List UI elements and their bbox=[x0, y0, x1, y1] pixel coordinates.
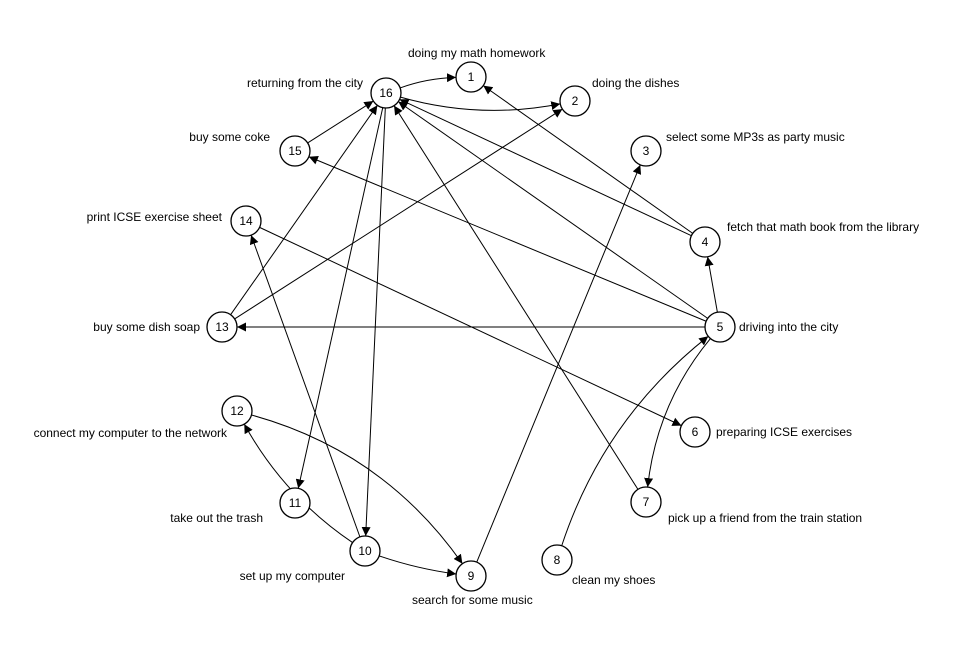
node-16-number: 16 bbox=[379, 86, 393, 100]
edge-10-to-14 bbox=[249, 234, 361, 538]
node-3: 3 select some MP3s as party music bbox=[630, 130, 845, 167]
edge-16-to-2 bbox=[400, 96, 561, 111]
node-10-number: 10 bbox=[358, 544, 372, 558]
edges-layer bbox=[230, 73, 718, 578]
node-2: 2 doing the dishes bbox=[559, 76, 679, 117]
edge-5-to-4 bbox=[704, 256, 718, 313]
node-10-label: set up my computer bbox=[240, 569, 345, 583]
node-14-circle bbox=[230, 205, 262, 237]
node-11-circle bbox=[279, 487, 311, 519]
edge-12-to-9 bbox=[251, 414, 463, 565]
node-4-number: 4 bbox=[702, 235, 709, 249]
node-16-label: returning from the city bbox=[247, 76, 363, 90]
edge-13-to-2 bbox=[234, 108, 563, 320]
node-5-number: 5 bbox=[717, 320, 724, 334]
node-4-label: fetch that math book from the library bbox=[727, 220, 919, 234]
node-13-number: 13 bbox=[215, 320, 229, 334]
node-6-number: 6 bbox=[692, 425, 699, 439]
edge-16-to-11 bbox=[295, 107, 384, 489]
node-11: 11 take out the trash bbox=[170, 487, 311, 525]
node-14-number: 14 bbox=[239, 214, 253, 228]
node-4-circle bbox=[689, 226, 721, 258]
node-12-circle bbox=[221, 395, 253, 427]
node-8-circle bbox=[541, 544, 573, 576]
node-12-label: connect my computer to the network bbox=[34, 426, 228, 440]
edge-15-to-16 bbox=[307, 100, 374, 144]
node-5-circle bbox=[704, 311, 736, 343]
node-2-label: doing the dishes bbox=[592, 76, 679, 90]
node-13: 13 buy some dish soap bbox=[93, 311, 238, 343]
edge-9-to-3 bbox=[476, 164, 642, 563]
node-7-circle bbox=[630, 486, 662, 518]
edge-16-to-10 bbox=[361, 107, 386, 537]
node-5-label: driving into the city bbox=[739, 320, 838, 334]
node-2-number: 2 bbox=[572, 94, 579, 108]
node-6: 6 preparing ICSE exercises bbox=[679, 416, 852, 448]
node-2-circle bbox=[559, 85, 591, 117]
node-8-number: 8 bbox=[554, 553, 561, 567]
nodes-layer: 1 doing my math homework 2 doing the dishes… bbox=[34, 46, 920, 607]
node-3-number: 3 bbox=[643, 144, 650, 158]
node-6-label: preparing ICSE exercises bbox=[716, 425, 852, 439]
node-1: 1 doing my math homework bbox=[408, 46, 546, 93]
node-7: 7 pick up a friend from the train station bbox=[630, 486, 862, 525]
edge-5-to-7 bbox=[644, 338, 711, 488]
node-15-number: 15 bbox=[288, 144, 302, 158]
edge-14-to-6 bbox=[259, 226, 682, 427]
node-13-circle bbox=[206, 311, 238, 343]
edge-4-to-1 bbox=[482, 85, 694, 234]
edge-7-to-16 bbox=[393, 105, 639, 490]
node-14-label: print ICSE exercise sheet bbox=[87, 210, 223, 224]
node-16: 16 returning from the city bbox=[247, 76, 402, 109]
node-3-circle bbox=[630, 135, 662, 167]
node-10: 10 set up my computer bbox=[240, 535, 381, 583]
node-3-label: select some MP3s as party music bbox=[666, 130, 845, 144]
node-4: 4 fetch that math book from the library bbox=[689, 220, 919, 258]
node-6-circle bbox=[679, 416, 711, 448]
edge-4-to-16 bbox=[399, 98, 692, 237]
node-9-label: search for some music bbox=[412, 593, 533, 607]
node-16-circle bbox=[370, 77, 402, 109]
node-8: 8 clean my shoes bbox=[541, 544, 655, 587]
node-5: 5 driving into the city bbox=[704, 311, 838, 343]
edge-8-to-5 bbox=[561, 335, 709, 546]
node-11-number: 11 bbox=[289, 496, 302, 510]
edge-5-to-15 bbox=[308, 156, 707, 322]
edge-13-to-16 bbox=[230, 104, 378, 316]
node-1-circle bbox=[455, 61, 487, 93]
node-7-label: pick up a friend from the train station bbox=[668, 511, 862, 525]
node-1-label: doing my math homework bbox=[408, 46, 546, 60]
node-7-number: 7 bbox=[643, 495, 650, 509]
node-14: 14 print ICSE exercise sheet bbox=[87, 205, 262, 237]
node-8-label: clean my shoes bbox=[572, 573, 655, 587]
edge-10-to-9 bbox=[379, 555, 457, 578]
node-15-label: buy some coke bbox=[189, 130, 270, 144]
node-9: 9 search for some music bbox=[412, 560, 533, 607]
node-12-number: 12 bbox=[230, 404, 244, 418]
node-13-label: buy some dish soap bbox=[93, 320, 200, 334]
node-1-number: 1 bbox=[468, 70, 475, 84]
node-10-circle bbox=[349, 535, 381, 567]
node-15: 15 buy some coke bbox=[189, 130, 311, 167]
edge-16-to-1 bbox=[399, 73, 457, 89]
node-9-circle bbox=[455, 560, 487, 592]
node-15-circle bbox=[279, 135, 311, 167]
edge-5-to-16 bbox=[397, 101, 709, 319]
node-11-label: take out the trash bbox=[170, 511, 263, 525]
node-9-number: 9 bbox=[468, 569, 475, 583]
